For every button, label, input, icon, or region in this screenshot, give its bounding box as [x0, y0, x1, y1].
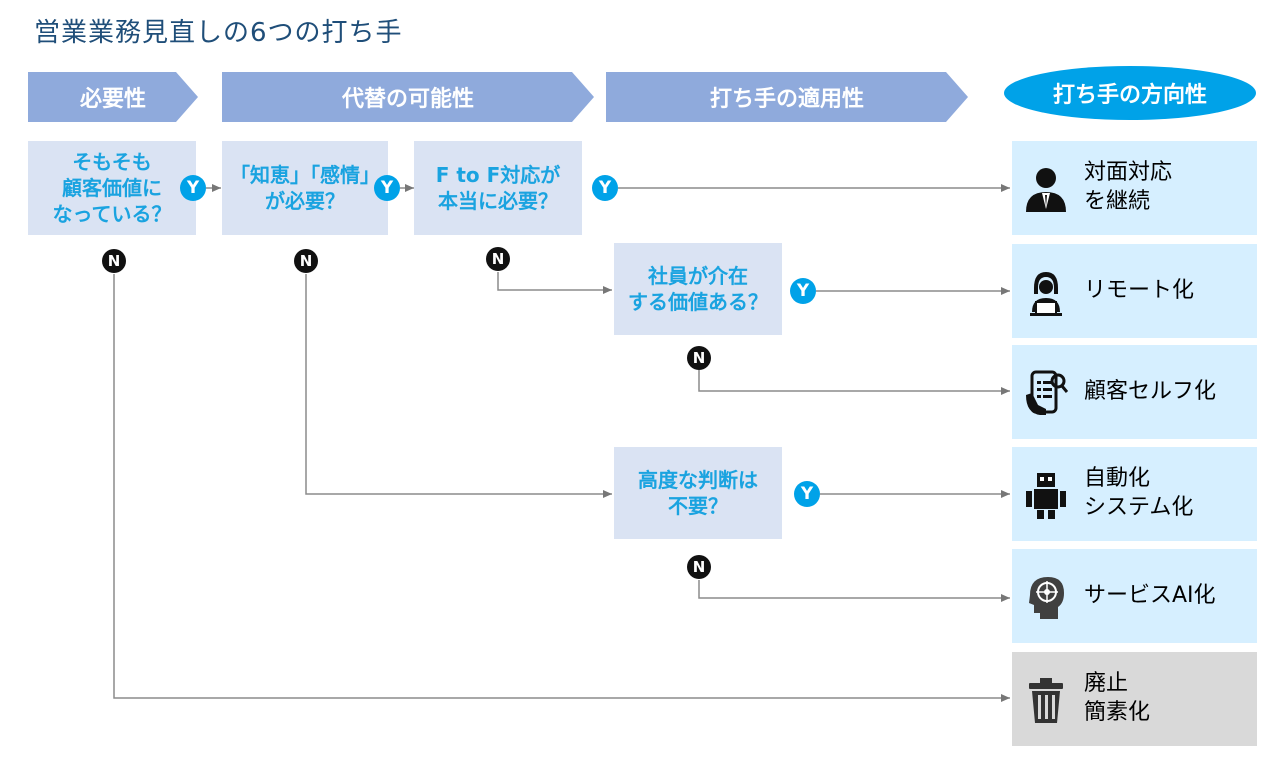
outcome-automation-label: 自動化 システム化 — [1084, 466, 1194, 520]
header-substitutability: 代替の可能性 — [222, 72, 594, 122]
q3-no-connector — [497, 272, 612, 294]
question-employee-value: 社員が介在 する価値ある？ — [614, 243, 782, 335]
header-applicability-label: 打ち手の適用性 — [709, 87, 864, 112]
header-necessity-label: 必要性 — [79, 87, 146, 112]
question-customer-value-text: そもそも 顧客価値に なっている？ — [52, 150, 172, 226]
question-wisdom-emotion-text: 「知恵」「感情」 が必要？ — [230, 163, 380, 213]
question-customer-value: そもそも 顧客価値に なっている？ — [28, 141, 196, 235]
q2-no-connector — [305, 274, 612, 498]
question-face-to-face-text: F to F対応が 本当に必要？ — [435, 163, 561, 213]
q1-no-connector — [113, 274, 1010, 702]
q5-no-connector — [698, 580, 1010, 602]
question-face-to-face: F to F対応が 本当に必要？ — [414, 141, 582, 235]
outcome-self-service-label: 顧客セルフ化 — [1084, 378, 1217, 404]
outcome-service-ai: サービスAI化 — [1012, 549, 1257, 643]
yes-badge: Y — [180, 175, 206, 201]
outcome-face-to-face-label: 対面対応 を継続 — [1084, 160, 1173, 214]
outcome-abolish-label: 廃止 簡素化 — [1084, 671, 1151, 725]
yes-badge: Y — [794, 481, 820, 507]
outcome-remote: リモート化 — [1012, 244, 1257, 338]
outcome-service-ai-label: サービスAI化 — [1084, 582, 1216, 608]
no-badge: N — [294, 249, 318, 273]
header-substitutability-label: 代替の可能性 — [341, 87, 474, 112]
no-badge: N — [687, 555, 711, 579]
robot-icon — [1026, 473, 1066, 519]
outcome-face-to-face: 対面対応 を継続 — [1012, 141, 1257, 235]
question-advanced-judgment: 高度な判断は 不要？ — [614, 447, 782, 539]
header-applicability: 打ち手の適用性 — [606, 72, 968, 122]
yes-badge: Y — [592, 175, 618, 201]
trash-icon — [1029, 678, 1063, 723]
question-advanced-judgment-text: 高度な判断は 不要？ — [638, 468, 758, 518]
header-direction: 打ち手の方向性 — [1004, 66, 1256, 120]
page-title: 営業業務見直しの6つの打ち手 — [34, 18, 403, 48]
q4-no-connector — [698, 370, 1010, 395]
remote-worker-icon — [1030, 272, 1062, 316]
outcome-self-service: 顧客セルフ化 — [1012, 345, 1257, 439]
ai-brain-head-icon — [1029, 577, 1064, 619]
header-necessity: 必要性 — [28, 72, 198, 122]
header-direction-label: 打ち手の方向性 — [1052, 83, 1207, 108]
no-badge: N — [102, 249, 126, 273]
phone-checklist-icon — [1026, 370, 1068, 415]
yes-badge: Y — [790, 278, 816, 304]
businessman-icon — [1026, 168, 1066, 212]
no-badge: N — [687, 346, 711, 370]
outcome-remote-label: リモート化 — [1084, 277, 1195, 303]
question-employee-value-text: 社員が介在 する価値ある？ — [628, 264, 768, 314]
question-wisdom-emotion: 「知恵」「感情」 が必要？ — [222, 141, 388, 235]
no-badge: N — [486, 247, 510, 271]
yes-badge: Y — [374, 175, 400, 201]
outcome-automation: 自動化 システム化 — [1012, 447, 1257, 541]
outcome-abolish: 廃止 簡素化 — [1012, 652, 1257, 746]
